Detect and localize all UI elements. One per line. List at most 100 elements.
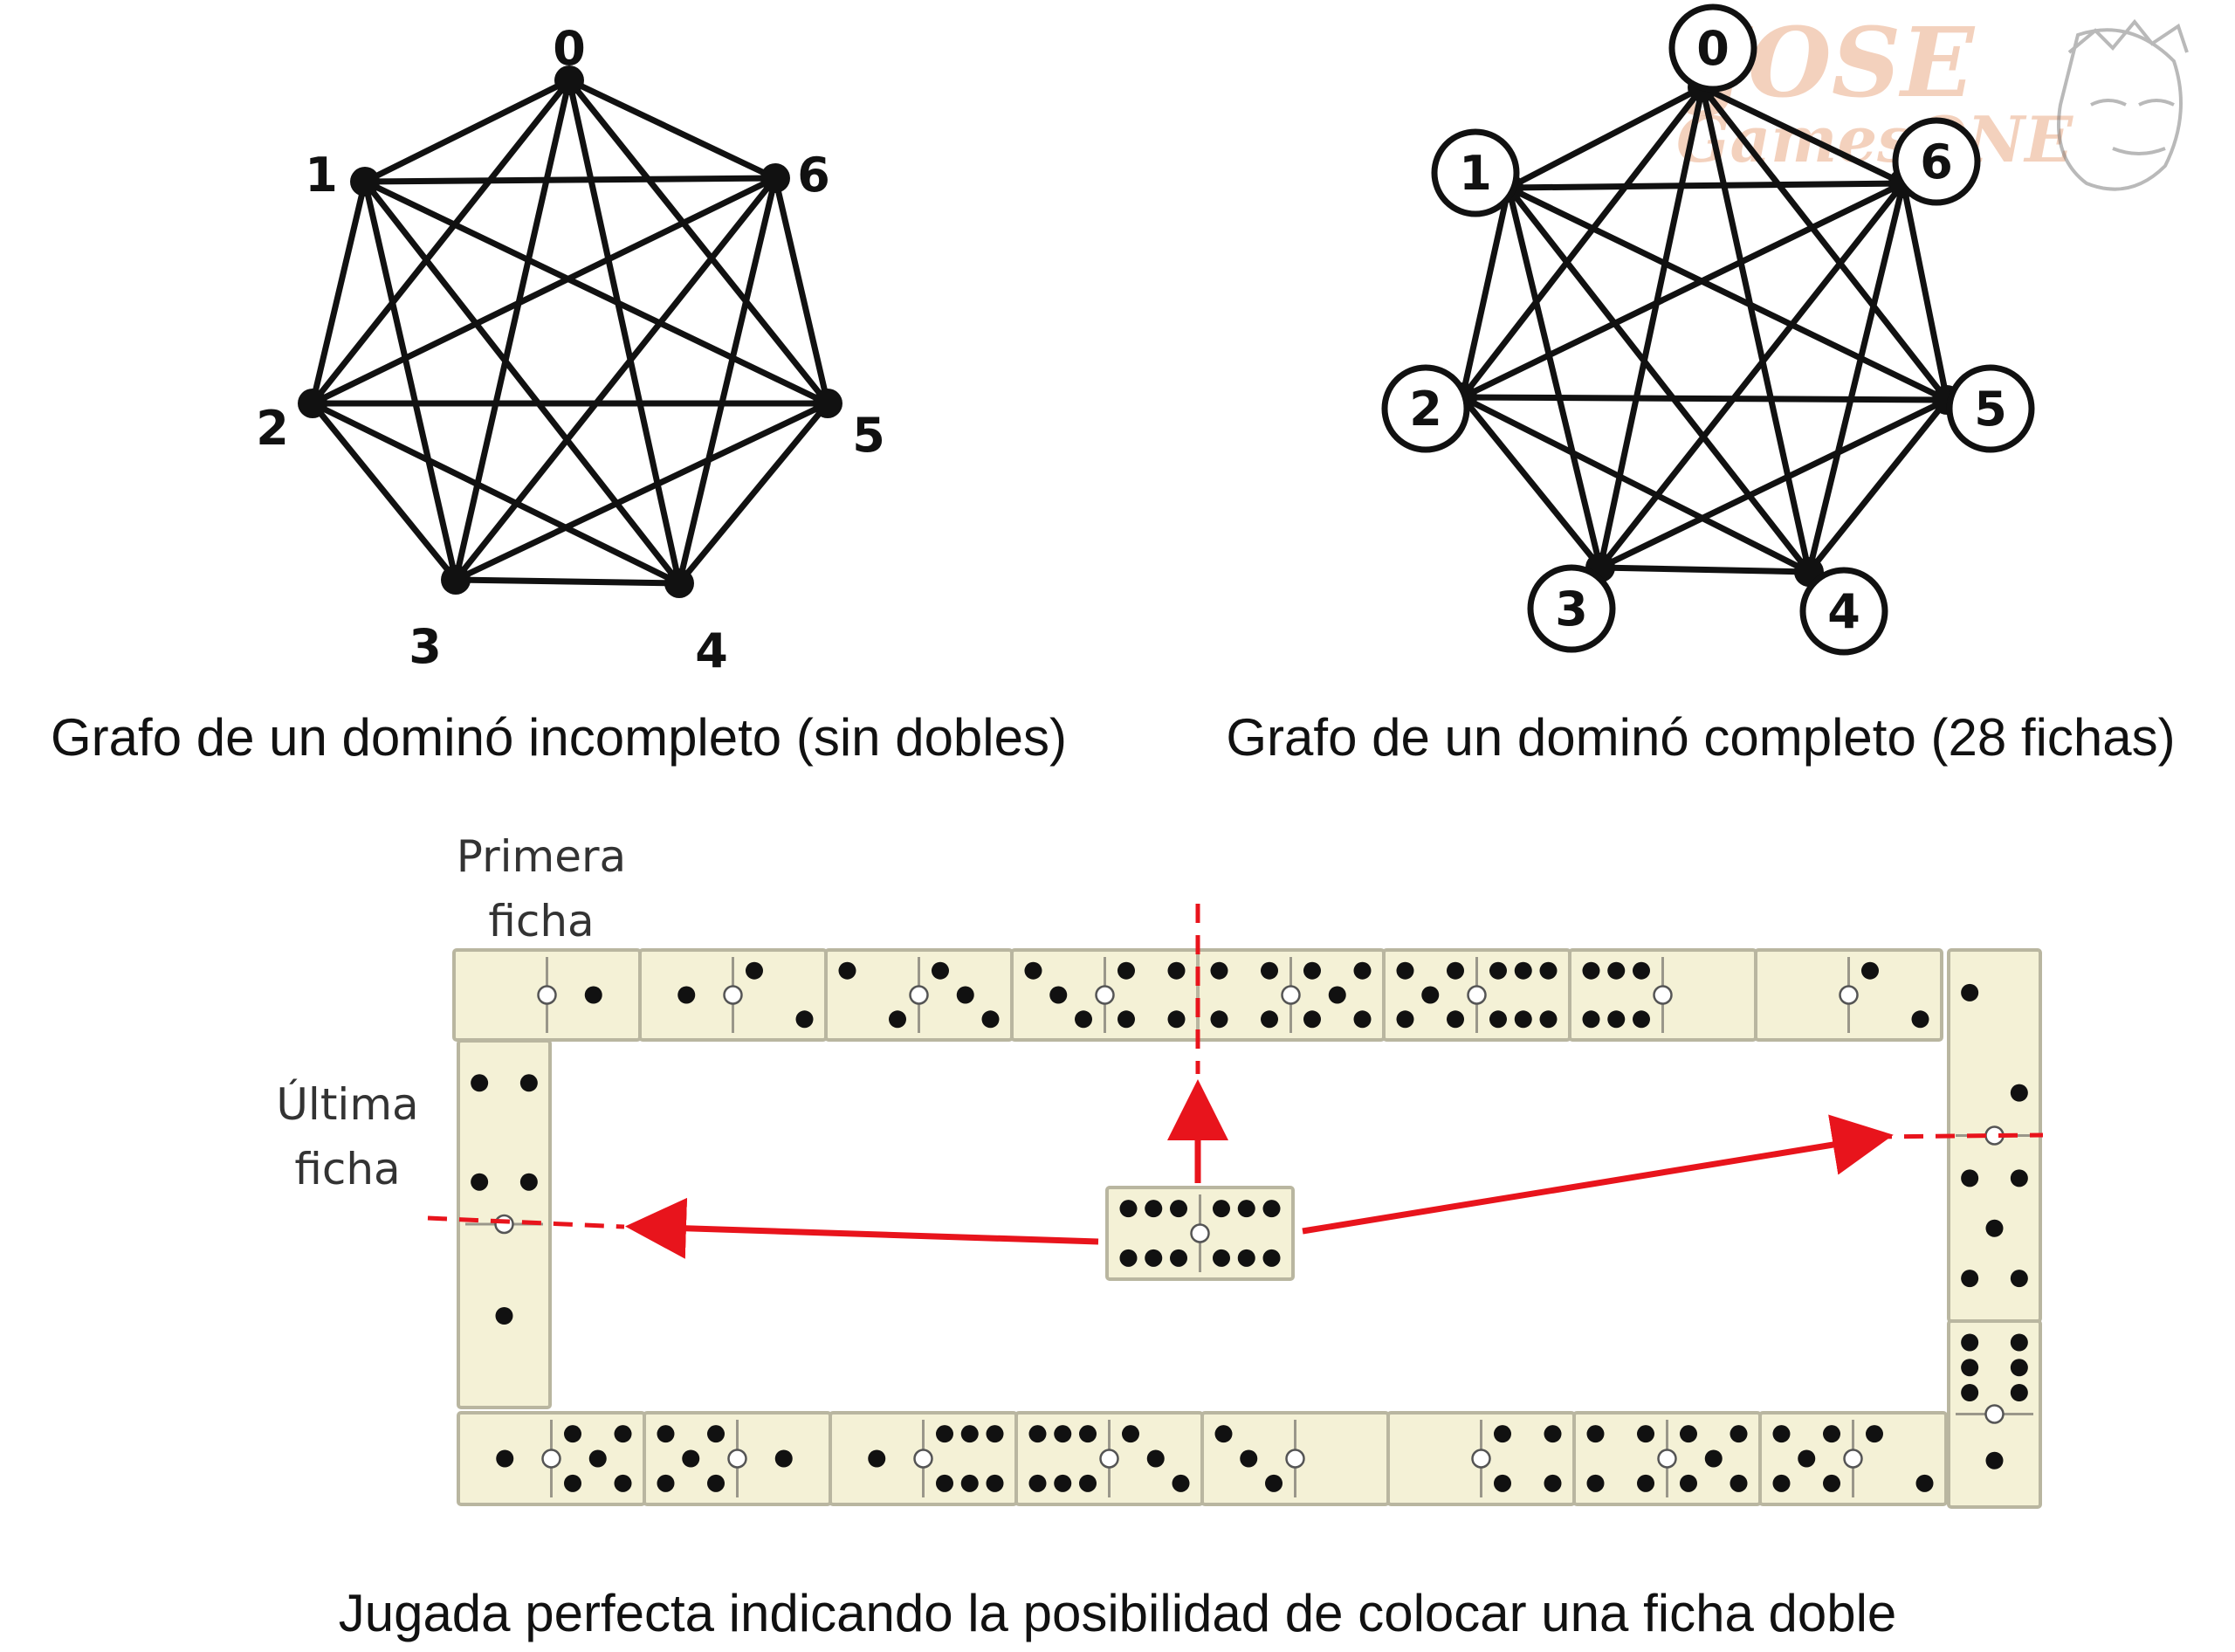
pip [1798, 1449, 1816, 1468]
vertex-label: 3 [1555, 582, 1588, 637]
pip [1961, 1270, 1979, 1288]
pip [657, 1474, 675, 1492]
pip [2010, 1084, 2028, 1102]
arrow-right [1302, 1114, 1894, 1235]
pip [1303, 1010, 1321, 1029]
graph-edge [772, 177, 831, 404]
graph-edge [676, 177, 779, 584]
pip [1210, 961, 1228, 980]
pip [471, 1074, 489, 1092]
pip [1679, 1425, 1697, 1443]
pip [1303, 961, 1321, 980]
pip [1447, 961, 1465, 980]
pip [1607, 961, 1626, 980]
graph-edge [1806, 397, 1950, 575]
pip [1607, 1010, 1626, 1029]
pip [1396, 961, 1414, 980]
pip [1261, 961, 1279, 980]
pip [1961, 1359, 1979, 1377]
graph-edge [566, 79, 683, 584]
pip [584, 986, 602, 1004]
pip [1633, 961, 1651, 980]
domino-tile [824, 948, 1014, 1042]
graph-edge [677, 401, 830, 586]
pip [1961, 983, 1979, 1002]
pip [1054, 1425, 1072, 1443]
graph-vertex [813, 389, 842, 418]
domino-tile [1196, 948, 1386, 1042]
graph-edge [1508, 180, 1904, 191]
pip [1167, 961, 1186, 980]
domino-play-caption: Jugada perfecta indicando la posibilidad… [339, 1584, 1897, 1642]
domino-tile [638, 948, 828, 1042]
pip [1637, 1425, 1655, 1443]
pip [889, 1010, 907, 1029]
graph-edge [311, 400, 681, 587]
pip [1119, 1249, 1138, 1267]
pip [1961, 1384, 1979, 1402]
pip [931, 961, 949, 980]
graph-vertex [554, 65, 584, 95]
pip [1911, 1010, 1929, 1029]
complete-graph-caption: Grafo de un dominó completo (28 fichas) [1226, 708, 2175, 767]
pip [1860, 961, 1879, 980]
domino-tile [643, 1411, 832, 1506]
pip [1679, 1474, 1697, 1492]
domino-annotations: Primera ficha Última ficha [276, 831, 626, 1194]
domino-tile [1947, 948, 2042, 1323]
graph-edge [310, 401, 458, 582]
pip [960, 1425, 979, 1443]
pip [1170, 1249, 1188, 1267]
left-dash-guide [427, 1215, 625, 1229]
pip [1915, 1474, 1934, 1492]
vertex-label-circle [1892, 117, 1981, 206]
pip [1145, 1200, 1163, 1218]
vertex-label: 2 [1409, 382, 1442, 437]
pip [707, 1474, 726, 1492]
last-tile-label-line1: Última [276, 1078, 418, 1130]
graph-vertex [298, 389, 327, 418]
pip [1633, 1010, 1651, 1029]
pip [563, 1425, 581, 1443]
graph-edge [1900, 182, 1950, 401]
graph-edge [1597, 86, 1706, 568]
domino-tile [1105, 1186, 1295, 1281]
vertex-label: 0 [553, 21, 586, 76]
first-tile-label-line1: Primera [457, 831, 626, 882]
vertex-label-circle [1381, 364, 1470, 453]
pip [1493, 1474, 1511, 1492]
pip [1637, 1474, 1655, 1492]
pip [1028, 1425, 1047, 1443]
pip [1237, 1249, 1255, 1267]
graph-edge [310, 78, 572, 406]
graph-edge [362, 179, 682, 586]
pip [986, 1474, 1004, 1492]
pip [838, 961, 856, 980]
graph-vertex [350, 167, 380, 196]
pip [1261, 1010, 1279, 1029]
pip [795, 1010, 814, 1029]
graph-vertex [760, 163, 790, 193]
pip [1024, 961, 1042, 980]
pip [1262, 1249, 1281, 1267]
pip [1212, 1200, 1230, 1218]
pip [471, 1173, 489, 1191]
graph-edge [1599, 564, 1810, 575]
pip [1145, 1249, 1163, 1267]
pip [2010, 1384, 2028, 1402]
graph-edge [1599, 396, 1949, 571]
graph-edge [1461, 394, 1811, 575]
domino-tile [829, 1411, 1018, 1506]
domino-tile [1382, 948, 1571, 1042]
pip [1167, 1010, 1186, 1029]
vertex-label: 3 [409, 619, 442, 674]
pip [1823, 1425, 1841, 1443]
vertex-label-circle [1527, 564, 1616, 653]
pip [1985, 1451, 2004, 1470]
pip [1539, 1010, 1558, 1029]
pip [1586, 1474, 1605, 1492]
domino-tile [457, 1039, 552, 1409]
pip [519, 1074, 538, 1092]
vertex-label: 2 [256, 401, 289, 456]
pip [935, 1425, 953, 1443]
